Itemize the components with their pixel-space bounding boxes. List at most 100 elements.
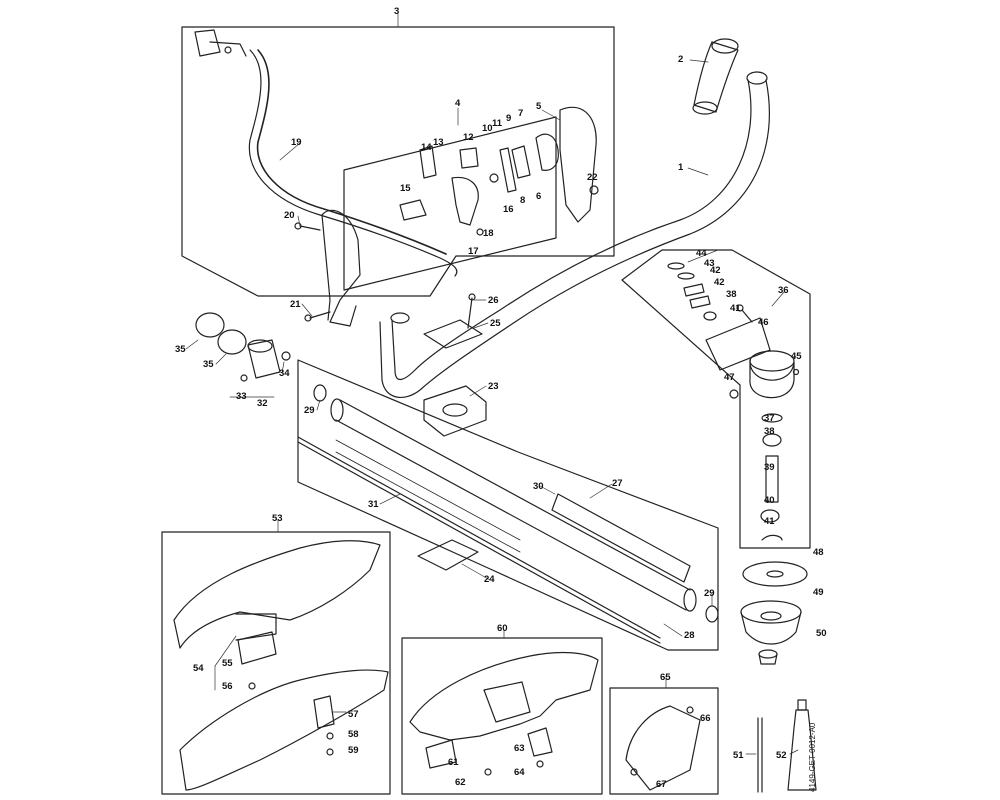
- label-64: 64: [514, 767, 525, 778]
- clamp-32: [240, 339, 291, 382]
- label-63: 63: [514, 743, 525, 754]
- label-47: 47: [724, 372, 735, 383]
- label-5: 5: [536, 101, 542, 112]
- label-28: 28: [684, 630, 695, 641]
- label-33: 33: [236, 391, 247, 402]
- handle-bar-1: [379, 71, 770, 398]
- label-50: 50: [816, 628, 827, 639]
- group-frames: [161, 26, 811, 795]
- label-44: 44: [696, 248, 707, 259]
- deflector-53: [173, 540, 389, 791]
- label-51: 51: [733, 750, 744, 761]
- thrust-plate-49: [740, 600, 802, 645]
- label-62: 62: [455, 777, 466, 788]
- pressure-plate-48: [742, 561, 808, 587]
- drive-tube-27: [330, 398, 697, 612]
- clamp-23: [423, 385, 487, 437]
- label-65: 65: [660, 672, 671, 683]
- label-29b: 29: [704, 588, 715, 599]
- handle-grip-2: [692, 38, 739, 115]
- label-41a: 41: [730, 303, 741, 314]
- part-labels: 3 2 1 4 5 7 9 11 10 12 13 14 19 22 15 6 …: [175, 6, 827, 790]
- label-1: 1: [678, 162, 684, 173]
- frame-assembly-27: [297, 359, 719, 651]
- label-45: 45: [791, 351, 802, 362]
- label-54: 54: [193, 663, 204, 674]
- label-30: [551, 493, 691, 583]
- label-39: 39: [764, 462, 775, 473]
- frame-assembly-36: [621, 249, 811, 549]
- label-38: 38: [726, 289, 737, 300]
- drawing-reference-code: 4149-GET-0012-A0: [808, 722, 817, 792]
- label-35b: 35: [203, 359, 214, 370]
- label-29a: 29: [304, 405, 315, 416]
- gear-head-internal-parts: [667, 262, 717, 321]
- label-14: 14: [421, 142, 432, 153]
- nut-50: [758, 649, 778, 665]
- label-12: 12: [463, 132, 474, 143]
- label-9: 9: [506, 113, 511, 124]
- frame-assembly-53: [161, 531, 391, 795]
- label-8: 8: [520, 195, 525, 206]
- label-48: 48: [813, 547, 824, 558]
- label-4: 4: [455, 98, 461, 109]
- label-23: 23: [488, 381, 499, 392]
- label-58: 58: [348, 729, 359, 740]
- gear-head-36: [705, 304, 800, 399]
- frame-assembly-60: [401, 637, 603, 795]
- deflector-65: [625, 705, 701, 791]
- screw-21: [304, 311, 331, 322]
- label-10: 10: [482, 123, 493, 134]
- label-49: 49: [813, 587, 824, 598]
- label-18: 18: [483, 228, 494, 239]
- frame-assembly-3: [181, 26, 615, 297]
- label-53: 53: [272, 513, 283, 524]
- label-66: 66: [700, 713, 711, 724]
- leader-lines: [185, 13, 799, 755]
- label-52: 52: [776, 750, 787, 761]
- label-40: 40: [764, 495, 775, 506]
- label-13: 13: [433, 137, 444, 148]
- shaft-stack-37-41: [760, 413, 783, 541]
- label-38b: 38: [764, 426, 775, 437]
- label-21: 21: [290, 299, 301, 310]
- grease-tube-52: [787, 699, 817, 791]
- frame-assembly-65: [609, 687, 719, 795]
- label-59: 59: [348, 745, 359, 756]
- label-36: 36: [778, 285, 789, 296]
- control-parts-4: [399, 106, 599, 236]
- clamp-24: [417, 539, 479, 571]
- label-11: 11: [492, 118, 503, 129]
- frame-assembly-4: [343, 116, 557, 291]
- label-30: 30: [533, 481, 544, 492]
- label-32: 32: [257, 398, 268, 409]
- label-42a: 42: [710, 265, 721, 276]
- screw-20: [294, 222, 321, 231]
- drive-shaft-31: [297, 436, 661, 644]
- label-31: 31: [368, 499, 379, 510]
- label-43: 43: [704, 258, 715, 269]
- label-55: 55: [222, 658, 233, 669]
- label-26: 26: [488, 295, 499, 306]
- rod-51: [757, 717, 763, 793]
- label-60: 60: [497, 623, 508, 634]
- label-19: 19: [291, 137, 302, 148]
- clamp-25: [423, 293, 483, 349]
- label-16: 16: [503, 204, 514, 215]
- label-61: 61: [448, 757, 459, 768]
- cable-harness-19: [194, 29, 458, 277]
- label-3: 3: [394, 6, 399, 17]
- label-41: 41: [764, 516, 775, 527]
- label-2: 2: [678, 54, 683, 65]
- throttle-housing-cover: [321, 209, 361, 327]
- label-20: 20: [284, 210, 295, 221]
- label-7: 7: [518, 108, 523, 119]
- label-35a: 35: [175, 344, 186, 355]
- label-42b: 42: [714, 277, 725, 288]
- clamp-parts-35: [195, 312, 247, 355]
- label-27: 27: [612, 478, 623, 489]
- label-22: 22: [587, 172, 598, 183]
- label-56: 56: [222, 681, 233, 692]
